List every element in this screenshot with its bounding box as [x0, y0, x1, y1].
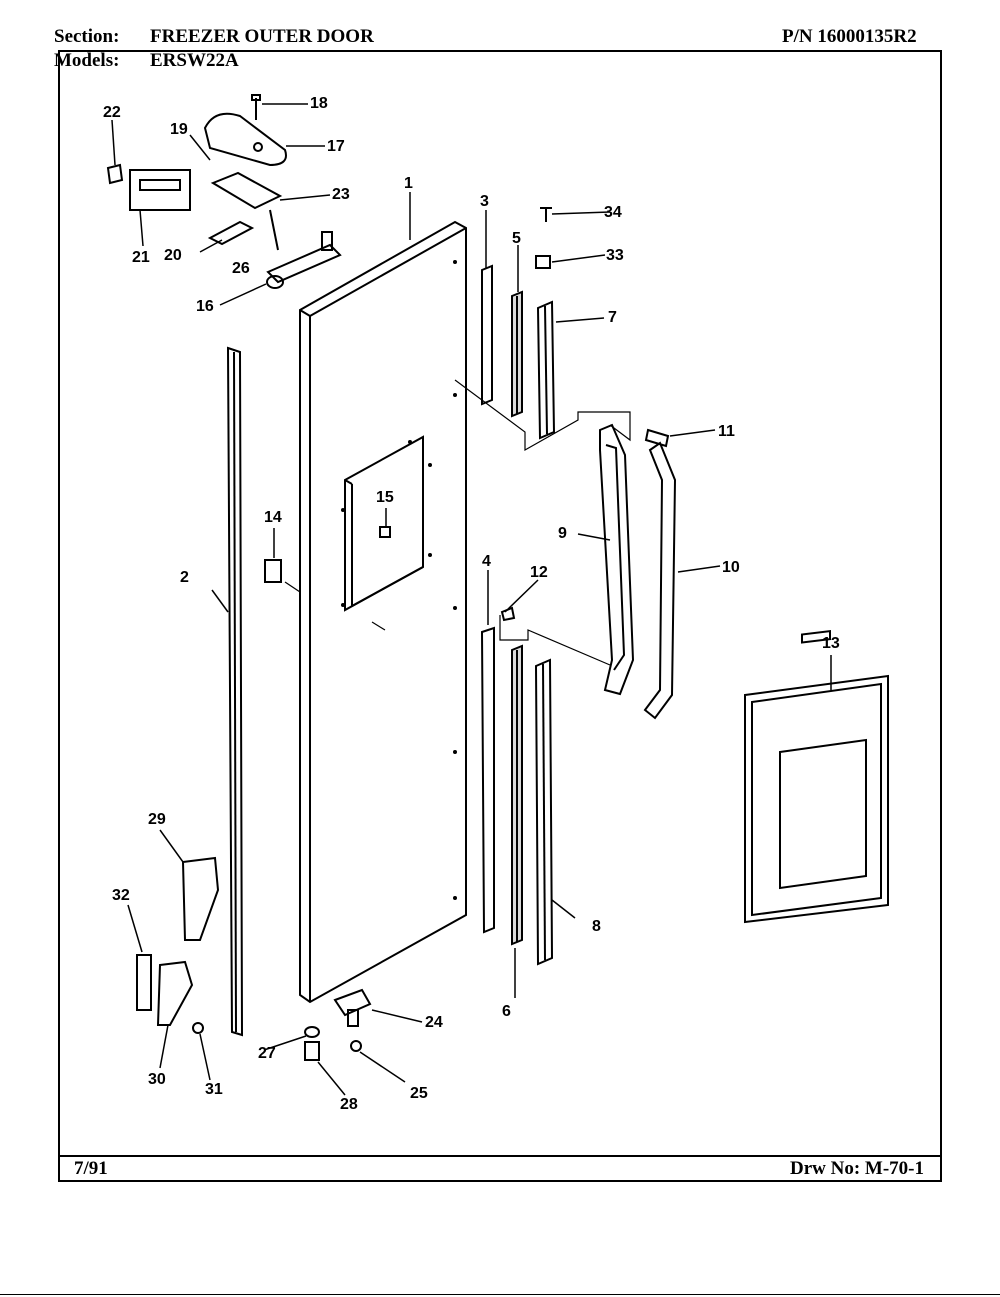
callout-16: 16: [196, 298, 214, 315]
callout-2: 2: [180, 569, 189, 586]
models-label: Models:: [54, 50, 120, 71]
callout-4: 4: [482, 553, 491, 570]
door-panel: [299, 220, 467, 1004]
drawing-frame: [58, 50, 942, 1182]
upper-trim-strips: [481, 264, 556, 440]
callout-15: 15: [376, 489, 394, 506]
callout-27: 27: [258, 1045, 276, 1062]
callout-21: 21: [132, 249, 150, 266]
callout-12: 12: [530, 564, 548, 581]
callout-19: 19: [170, 121, 188, 138]
callout-25: 25: [410, 1085, 428, 1102]
section-title: FREEZER OUTER DOOR: [150, 26, 374, 47]
footer-date: 7/91: [74, 1158, 108, 1179]
page-edge-line: [0, 1294, 1000, 1295]
callout-20: 20: [164, 247, 182, 264]
callout-23: 23: [332, 186, 350, 203]
left-trim-strip: [226, 346, 244, 1037]
callout-32: 32: [112, 887, 130, 904]
callout-17: 17: [327, 138, 345, 155]
callout-26: 26: [232, 260, 250, 277]
callout-7: 7: [608, 309, 617, 326]
callout-3: 3: [480, 193, 489, 210]
door-handle: [599, 423, 635, 696]
models-value: ERSW22A: [150, 50, 239, 71]
bottom-hinge-assembly: [136, 856, 372, 1061]
section-label: Section:: [54, 26, 120, 47]
callout-22: 22: [103, 104, 121, 121]
callout-29: 29: [148, 811, 166, 828]
callout-10: 10: [722, 559, 740, 576]
callout-30: 30: [148, 1071, 166, 1088]
footer-rule: [58, 1155, 942, 1157]
callout-1: 1: [404, 175, 413, 192]
callout-33: 33: [606, 247, 624, 264]
callout-labels: 1 2 3 4 5 6 7 8 9 10 11 12 13 14 15 16 1…: [103, 95, 840, 1113]
callout-leaders: [111, 103, 832, 1096]
callout-28: 28: [340, 1096, 358, 1113]
callout-13: 13: [822, 635, 840, 652]
callout-31: 31: [205, 1081, 223, 1098]
part-number: P/N 16000135R2: [782, 26, 917, 47]
dispenser-panel: [744, 629, 889, 924]
callout-18: 18: [310, 95, 328, 112]
callout-9: 9: [558, 525, 567, 542]
handle-trim: [643, 441, 677, 720]
callout-14: 14: [264, 509, 282, 526]
callout-24: 24: [425, 1014, 443, 1031]
drawing-number: Drw No: M-70-1: [790, 1158, 925, 1179]
callout-34: 34: [604, 204, 622, 221]
small-fasteners: [264, 207, 670, 622]
lower-trim-strips: [480, 626, 554, 966]
callout-6: 6: [502, 1003, 511, 1020]
callout-11: 11: [718, 423, 735, 440]
projection-lines: [284, 379, 631, 666]
callout-5: 5: [512, 230, 521, 247]
callout-8: 8: [592, 918, 601, 935]
